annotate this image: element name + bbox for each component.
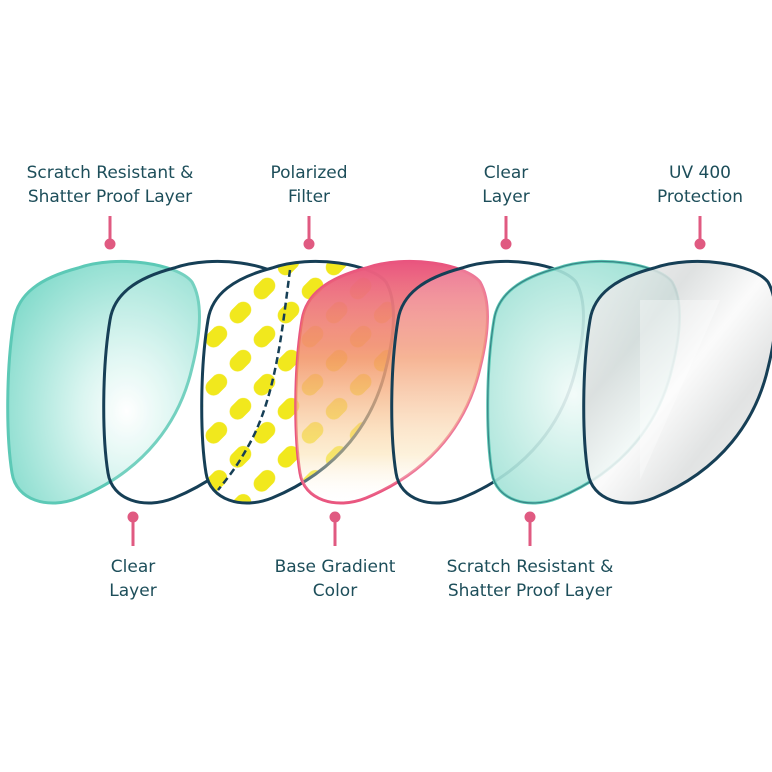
label-line: Filter	[288, 187, 330, 207]
label-line: Scratch Resistant &	[27, 163, 194, 183]
leader-lines-top	[104, 216, 706, 250]
label-line: Clear	[111, 557, 155, 577]
lens-uv400-protection	[582, 259, 772, 505]
label-top-clear-layer: Clear Layer	[482, 163, 529, 207]
label-bottom-scratch-resistant: Scratch Resistant & Shatter Proof Layer	[447, 557, 614, 601]
label-line: Scratch Resistant &	[447, 557, 614, 577]
label-line: Shatter Proof Layer	[28, 187, 192, 207]
label-line: Layer	[482, 187, 529, 207]
label-bottom-base-gradient: Base Gradient Color	[275, 557, 396, 601]
label-line: Color	[313, 581, 357, 601]
label-line: Shatter Proof Layer	[448, 581, 612, 601]
label-top-uv400: UV 400 Protection	[657, 163, 743, 207]
label-line: Layer	[109, 581, 156, 601]
leader-lines-bottom	[127, 511, 536, 546]
label-line: UV 400	[669, 163, 731, 183]
label-line: Polarized	[270, 163, 347, 183]
label-line: Protection	[657, 187, 743, 207]
label-line: Base Gradient	[275, 557, 396, 577]
label-top-scratch-resistant: Scratch Resistant & Shatter Proof Layer	[27, 163, 194, 207]
label-bottom-clear-layer: Clear Layer	[109, 557, 156, 601]
label-top-polarized-filter: Polarized Filter	[270, 163, 347, 207]
label-line: Clear	[484, 163, 528, 183]
